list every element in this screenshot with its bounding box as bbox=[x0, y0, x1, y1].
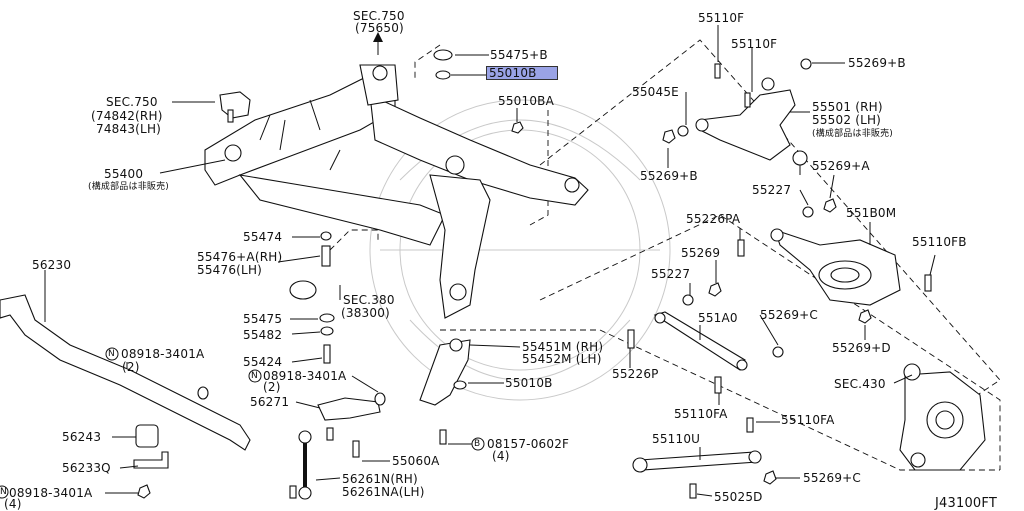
label-55269c-b[interactable]: 55269+C bbox=[803, 471, 862, 485]
label-55110u[interactable]: 55110U bbox=[652, 432, 701, 446]
label-55010b-bottom[interactable]: 55010B bbox=[505, 376, 553, 390]
marker-n-bot: N bbox=[0, 487, 7, 497]
label-55452m[interactable]: 55452M (LH) bbox=[522, 352, 602, 366]
label-08157[interactable]: 08157-0602F bbox=[487, 437, 570, 451]
up-arrow bbox=[373, 32, 383, 55]
label-55025d[interactable]: 55025D bbox=[714, 490, 763, 504]
hardware-items bbox=[137, 49, 932, 499]
label-55110f-a[interactable]: 55110F bbox=[698, 11, 745, 25]
label-55400-note: (構成部品は非販売) bbox=[88, 182, 170, 192]
label-08918-top-qty: (2) bbox=[122, 360, 140, 374]
label-55269[interactable]: 55269 bbox=[681, 246, 721, 260]
label-55502[interactable]: 55502 (LH) bbox=[812, 113, 882, 127]
label-55045e[interactable]: 55045E bbox=[632, 85, 679, 99]
label-74842: (74842(RH) bbox=[91, 109, 163, 123]
link-55110u bbox=[632, 450, 762, 473]
bracket-sec750 bbox=[219, 91, 251, 119]
upper-arm-55501 bbox=[695, 77, 808, 175]
label-08918-bottom[interactable]: 08918-3401A bbox=[9, 486, 93, 500]
knuckle-sec430 bbox=[899, 363, 986, 471]
label-55269b-left[interactable]: 55269+B bbox=[640, 169, 698, 183]
leader-lines bbox=[44, 25, 936, 497]
label-56233q[interactable]: 56233Q bbox=[62, 461, 111, 475]
label-sec430[interactable]: SEC.430 bbox=[834, 377, 886, 391]
label-55110fa-b[interactable]: 55110FA bbox=[781, 413, 835, 427]
marker-circles bbox=[0, 347, 485, 499]
label-56271[interactable]: 56271 bbox=[250, 395, 290, 409]
bracket-55451m bbox=[419, 338, 471, 406]
label-74843: 74843(LH) bbox=[96, 122, 162, 136]
label-08157-qty: (4) bbox=[492, 449, 510, 463]
label-55482[interactable]: 55482 bbox=[243, 328, 283, 342]
label-55226p[interactable]: 55226P bbox=[612, 367, 659, 381]
label-55269c-a[interactable]: 55269+C bbox=[760, 308, 819, 322]
stabilizer-56230 bbox=[0, 294, 251, 451]
label-08918-bottom-qty: (4) bbox=[4, 497, 22, 511]
label-55400[interactable]: 55400 bbox=[104, 167, 144, 181]
crossmember-55400 bbox=[204, 64, 589, 319]
label-sec750-top[interactable]: SEC.750 bbox=[353, 9, 405, 23]
label-55110fb[interactable]: 55110FB bbox=[912, 235, 967, 249]
label-55501[interactable]: 55501 (RH) bbox=[812, 100, 883, 114]
label-sec380-sub: (38300) bbox=[341, 306, 390, 320]
marker-n-top: N bbox=[108, 349, 115, 359]
label-55060a[interactable]: 55060A bbox=[392, 454, 440, 468]
diagram-code: J43100FT bbox=[935, 496, 997, 511]
label-55010b-highlighted[interactable]: 55010B bbox=[486, 66, 558, 80]
label-08918-mid-qty: (2) bbox=[263, 380, 281, 394]
label-56230[interactable]: 56230 bbox=[32, 258, 72, 272]
label-55501-note: (構成部品は非販売) bbox=[812, 129, 894, 139]
label-55269b-right[interactable]: 55269+B bbox=[848, 56, 906, 70]
label-551a0[interactable]: 551A0 bbox=[698, 311, 738, 325]
label-56261na[interactable]: 56261NA(LH) bbox=[342, 485, 425, 499]
marker-b: B bbox=[474, 439, 481, 449]
stabilizer-link-56261n bbox=[298, 430, 312, 500]
clamp-56271 bbox=[317, 397, 381, 421]
label-55475[interactable]: 55475 bbox=[243, 312, 283, 326]
bushing-56243 bbox=[135, 424, 159, 448]
label-55227-a[interactable]: 55227 bbox=[752, 183, 792, 197]
label-55010ba[interactable]: 55010BA bbox=[498, 94, 555, 108]
label-08918-top[interactable]: 08918-3401A bbox=[121, 347, 205, 361]
label-55424[interactable]: 55424 bbox=[243, 355, 283, 369]
link-551a0 bbox=[653, 311, 748, 371]
label-551b0m[interactable]: 551B0M bbox=[846, 206, 897, 220]
marker-n-mid: N bbox=[251, 371, 258, 381]
label-55451m[interactable]: 55451M (RH) bbox=[522, 340, 604, 354]
label-56261n[interactable]: 56261N(RH) bbox=[342, 472, 418, 486]
label-55269a[interactable]: 55269+A bbox=[812, 159, 870, 173]
label-sec750-top-sub: (75650) bbox=[355, 21, 404, 35]
label-08918-mid[interactable]: 08918-3401A bbox=[263, 369, 347, 383]
label-55227-b[interactable]: 55227 bbox=[651, 267, 691, 281]
label-55474[interactable]: 55474 bbox=[243, 230, 283, 244]
label-55476[interactable]: 55476(LH) bbox=[197, 263, 263, 277]
lower-arm-551b0m bbox=[770, 228, 901, 306]
label-55476a[interactable]: 55476+A(RH) bbox=[197, 250, 283, 264]
label-56243[interactable]: 56243 bbox=[62, 430, 102, 444]
label-55110fa-a[interactable]: 55110FA bbox=[674, 407, 728, 421]
label-sec750-left[interactable]: SEC.750 bbox=[106, 95, 158, 109]
label-55475b[interactable]: 55475+B bbox=[490, 48, 548, 62]
bracket-56233q bbox=[133, 451, 169, 469]
label-sec380[interactable]: SEC.380 bbox=[343, 293, 395, 307]
label-55269d[interactable]: 55269+D bbox=[832, 341, 891, 355]
label-55110f-b[interactable]: 55110F bbox=[731, 37, 778, 51]
label-55226pa[interactable]: 55226PA bbox=[686, 212, 741, 226]
